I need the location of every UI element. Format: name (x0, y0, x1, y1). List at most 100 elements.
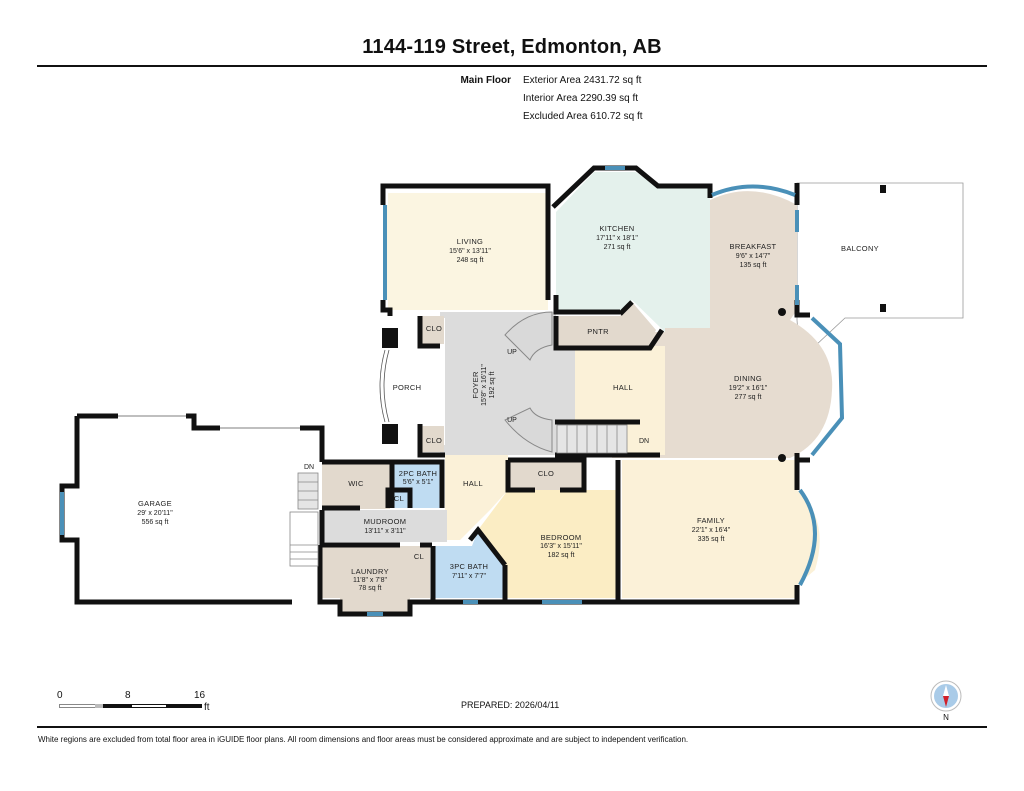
scale-tick-16: 16 (194, 690, 206, 701)
balcony-post (880, 185, 886, 193)
compass: N (928, 680, 964, 726)
scale-segment (59, 704, 97, 708)
room-name-cl-laundry: CL (414, 552, 424, 561)
curved-stairs (504, 311, 553, 453)
room-dims-bedroom: 16'3" x 15'11" (540, 543, 582, 550)
foyer-label: FOYER 15'8" x 16'11" 192 sq ft (471, 364, 496, 406)
room-name-hall-upper: HALL (613, 383, 633, 392)
scale-segment (166, 704, 202, 708)
page-title: 1144-119 Street, Edmonton, AB (362, 36, 662, 58)
room-dims-foyer: 15'8" x 16'11" (481, 364, 488, 406)
room-name-foyer: FOYER (471, 371, 480, 399)
walls (59, 165, 810, 617)
room-name-bedroom: BEDROOM (541, 533, 582, 542)
room-name-kitchen: KITCHEN (599, 224, 634, 233)
room-name-bath3: 3PC BATH (450, 562, 489, 571)
room-area-breakfast: 135 sq ft (740, 262, 767, 269)
windows (60, 166, 845, 616)
room-dims-bath2: 5'6" x 5'1" (403, 479, 434, 486)
stair-up-top: UP (507, 349, 517, 356)
room-dims-laundry: 11'8" x 7'8" (353, 577, 387, 584)
breakfast-dining-room (612, 191, 833, 458)
room-name-pantry: PNTR (587, 327, 609, 336)
porch-arc (383, 349, 390, 423)
column (778, 454, 786, 462)
closet-laundry (408, 546, 430, 566)
closet-top (422, 316, 444, 344)
title-divider (37, 65, 987, 67)
mudroom-room (322, 510, 447, 542)
pantry-room (556, 302, 656, 346)
bath-3pc-room (433, 530, 505, 598)
kitchen-room (556, 172, 710, 332)
closet-bottom (422, 426, 444, 452)
porch-arc (379, 349, 386, 423)
footer-divider (37, 726, 987, 728)
prepared-date: PREPARED: 2026/04/11 (461, 700, 560, 710)
room-name-laundry: LAUNDRY (351, 567, 389, 576)
disclaimer: White regions are excluded from total fl… (38, 735, 689, 744)
room-area-living: 248 sq ft (457, 257, 484, 264)
room-name-mudroom: MUDROOM (364, 517, 407, 526)
family-room (622, 460, 820, 598)
stair-up-bottom: UP (507, 417, 517, 424)
room-name-clo-bottom: CLO (426, 436, 442, 445)
room-area-family: 335 sq ft (698, 536, 725, 543)
balcony-area (796, 182, 964, 361)
room-name-dining: DINING (734, 374, 762, 383)
room-area-laundry: 78 sq ft (359, 585, 382, 592)
walk-in-closet (322, 462, 390, 509)
room-area-kitchen: 271 sq ft (604, 244, 631, 251)
column (778, 308, 786, 316)
scale-unit: ft (204, 702, 210, 713)
room-dims-breakfast: 9'6" x 14'7" (736, 253, 771, 260)
room-name-balcony: BALCONY (841, 244, 879, 253)
room-name-family: FAMILY (697, 516, 725, 525)
room-dims-mudroom: 13'11" x 3'11" (364, 528, 406, 535)
garage-stairs (289, 472, 319, 567)
room-dims-garage: 29' x 20'11" (137, 510, 173, 517)
room-area-bedroom: 182 sq ft (548, 552, 575, 559)
stair-dn-garage: DN (304, 464, 314, 471)
scale-tick-8: 8 (125, 690, 131, 701)
room-name-hall-lower: HALL (463, 479, 483, 488)
room-name-clo-top: CLO (426, 324, 442, 333)
room-dims-kitchen: 17'11" x 18'1" (596, 235, 638, 242)
room-dims-bath3: 7'11" x 7'7" (452, 573, 486, 580)
laundry-room (322, 546, 430, 612)
balcony-post (880, 304, 886, 312)
stair-dn-hall: DN (639, 438, 649, 445)
room-area-garage: 556 sq ft (142, 519, 169, 526)
scale-segment (103, 704, 131, 708)
room-dims-dining: 19'2" x 16'1" (729, 385, 768, 392)
bedroom-room (478, 490, 617, 598)
compass-icon (930, 680, 962, 712)
living-room (383, 193, 548, 310)
scale-segment (131, 704, 167, 708)
porch-pillar-top (382, 328, 398, 348)
exterior-area: Exterior Area 2431.72 sq ft (523, 75, 642, 86)
room-name-garage: GARAGE (138, 499, 172, 508)
garage-area (62, 416, 320, 602)
bath-2pc-room (392, 462, 441, 508)
room-name-breakfast: BREAKFAST (730, 242, 777, 251)
interior-area: Interior Area 2290.39 sq ft (523, 93, 639, 104)
scale-segment (95, 704, 103, 708)
room-name-bath2: 2PC BATH (399, 469, 438, 478)
porch-pillar-bottom (382, 424, 398, 444)
room-name-porch: PORCH (393, 383, 422, 392)
scale-bar: 0 8 16 ft (50, 690, 230, 720)
garage-doors (118, 415, 300, 429)
room-name-wic: WIC (348, 479, 364, 488)
hall-lower (445, 455, 508, 540)
room-name-clo-bedroom: CLO (538, 469, 554, 478)
closet-bedroom (508, 460, 584, 490)
straight-stairs (556, 424, 628, 454)
room-name-living: LIVING (457, 237, 483, 246)
room-dims-family: 22'1" x 16'4" (692, 527, 731, 534)
compass-north-label: N (943, 713, 949, 722)
room-dims-living: 15'6" x 13'11" (449, 248, 491, 255)
excluded-area: Excluded Area 610.72 sq ft (523, 111, 643, 122)
scale-tick-0: 0 (57, 690, 63, 701)
